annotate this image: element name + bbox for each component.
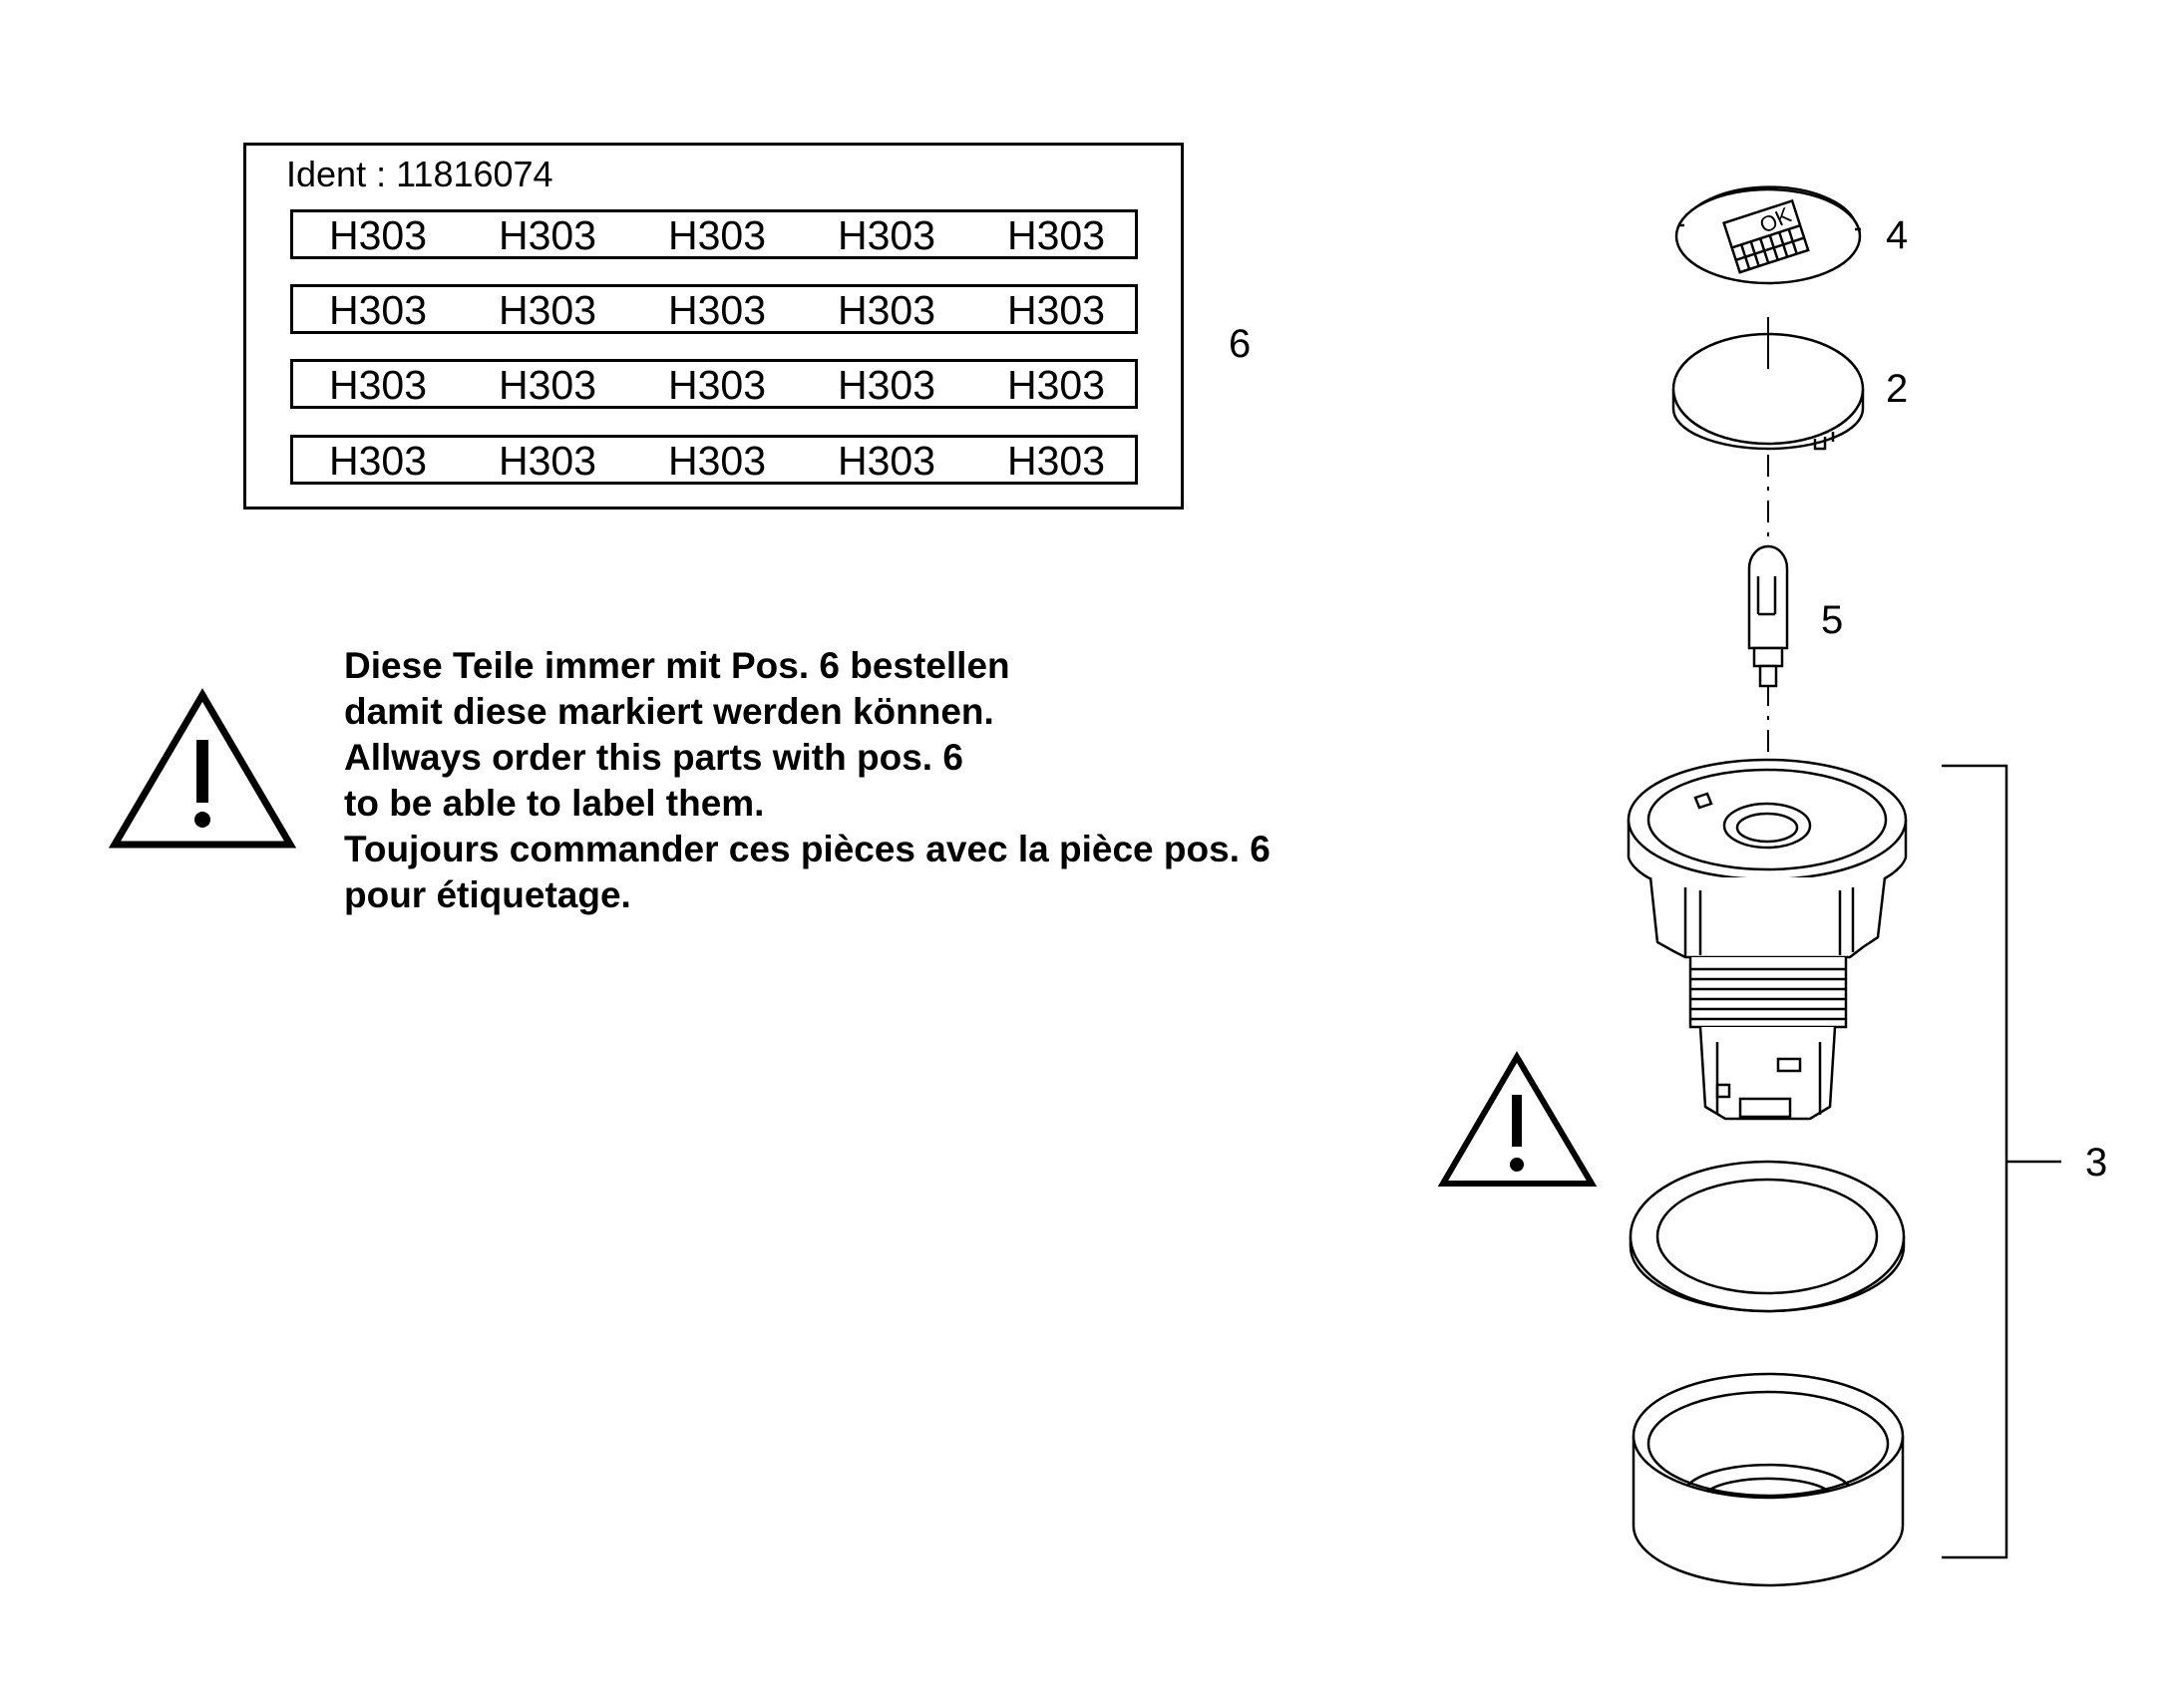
- label-cell: H303: [1006, 212, 1105, 258]
- label-cell: H303: [498, 212, 596, 258]
- label-cell: H303: [837, 287, 935, 333]
- warning-notes: Diese Teile immer mit Pos. 6 bestellen d…: [344, 643, 1271, 918]
- callout-2: 2: [1886, 367, 1909, 411]
- label-cell: H303: [328, 438, 427, 484]
- mounting-collar-part: [1632, 1372, 1905, 1587]
- note-line: damit diese markiert werden können.: [344, 691, 994, 732]
- callout-6: 6: [1229, 322, 1252, 366]
- callout-5: 5: [1821, 598, 1844, 642]
- label-row: H303 H303 H303 H303 H303: [290, 435, 1138, 485]
- ident-number: Ident : 11816074: [286, 154, 553, 194]
- note-line: pour étiquetage.: [344, 874, 631, 915]
- callout-4: 4: [1886, 213, 1909, 257]
- label-cell: H303: [498, 287, 596, 333]
- lens-disc-part: [1671, 329, 1865, 451]
- label-cell: H303: [1006, 438, 1105, 484]
- note-line: Diese Teile immer mit Pos. 6 bestellen: [344, 645, 1010, 686]
- warning-triangle-icon: [108, 688, 297, 849]
- label-cell: H303: [667, 438, 766, 484]
- note-line: Allways order this parts with pos. 6: [344, 737, 963, 778]
- callout-3: 3: [2085, 1141, 2108, 1185]
- label-cell: H303: [1006, 362, 1105, 408]
- label-cell: H303: [498, 438, 596, 484]
- sealing-ring-part: [1629, 1160, 1906, 1313]
- ok-cap-part: OK: [1674, 185, 1862, 285]
- label-row: H303 H303 H303 H303 H303: [290, 284, 1138, 334]
- label-cell: H303: [1006, 287, 1105, 333]
- label-cell: H303: [837, 438, 935, 484]
- label-cell: H303: [328, 212, 427, 258]
- label-cell: H303: [667, 362, 766, 408]
- label-cell: H303: [667, 287, 766, 333]
- label-cell: H303: [667, 212, 766, 258]
- label-cell: H303: [837, 212, 935, 258]
- label-cell: H303: [498, 362, 596, 408]
- warning-triangle-icon: [1437, 1051, 1598, 1187]
- bulb-part: [1747, 544, 1789, 688]
- label-cell: H303: [837, 362, 935, 408]
- label-row: H303 H303 H303 H303 H303: [290, 359, 1138, 409]
- note-line: Toujours commander ces pièces avec la pi…: [344, 829, 1271, 869]
- label-cell: H303: [328, 362, 427, 408]
- note-line: to be able to label them.: [344, 783, 765, 824]
- label-cell: H303: [328, 287, 427, 333]
- group-bracket: [1942, 764, 2061, 1559]
- label-row: H303 H303 H303 H303 H303: [290, 209, 1138, 259]
- lamp-holder-part: [1627, 758, 1908, 1121]
